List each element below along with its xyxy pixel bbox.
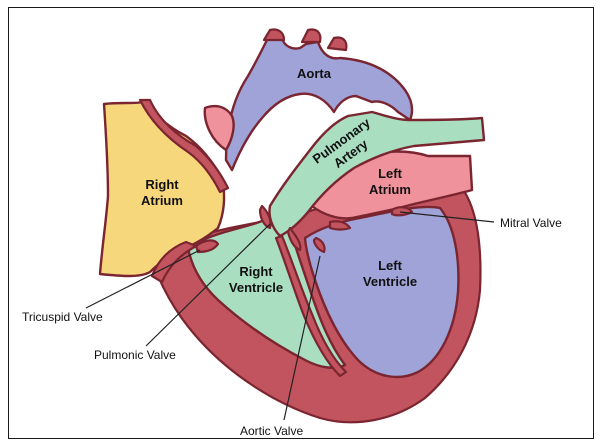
left-ventricle-label-line1: Left	[378, 258, 403, 273]
tricuspid-valve-label: Tricuspid Valve	[22, 310, 103, 324]
left-ventricle-label-line2: Ventricle	[363, 274, 417, 289]
right-atrium-label-line1: Right	[145, 177, 179, 192]
pulmonic-valve-label: Pulmonic Valve	[94, 348, 176, 362]
mitral-valve-label: Mitral Valve	[500, 216, 562, 230]
left-atrium-label-line1: Left	[378, 166, 403, 181]
right-atrium-label-line2: Atrium	[141, 193, 183, 208]
vena-cava-region	[205, 106, 234, 150]
aortic-valve-label: Aortic Valve	[240, 424, 303, 438]
right-ventricle-label-line2: Ventricle	[229, 280, 283, 295]
aorta-label: Aorta	[297, 66, 332, 81]
right-ventricle-label-line1: Right	[239, 264, 273, 279]
left-atrium-label-line2: Atrium	[369, 182, 411, 197]
